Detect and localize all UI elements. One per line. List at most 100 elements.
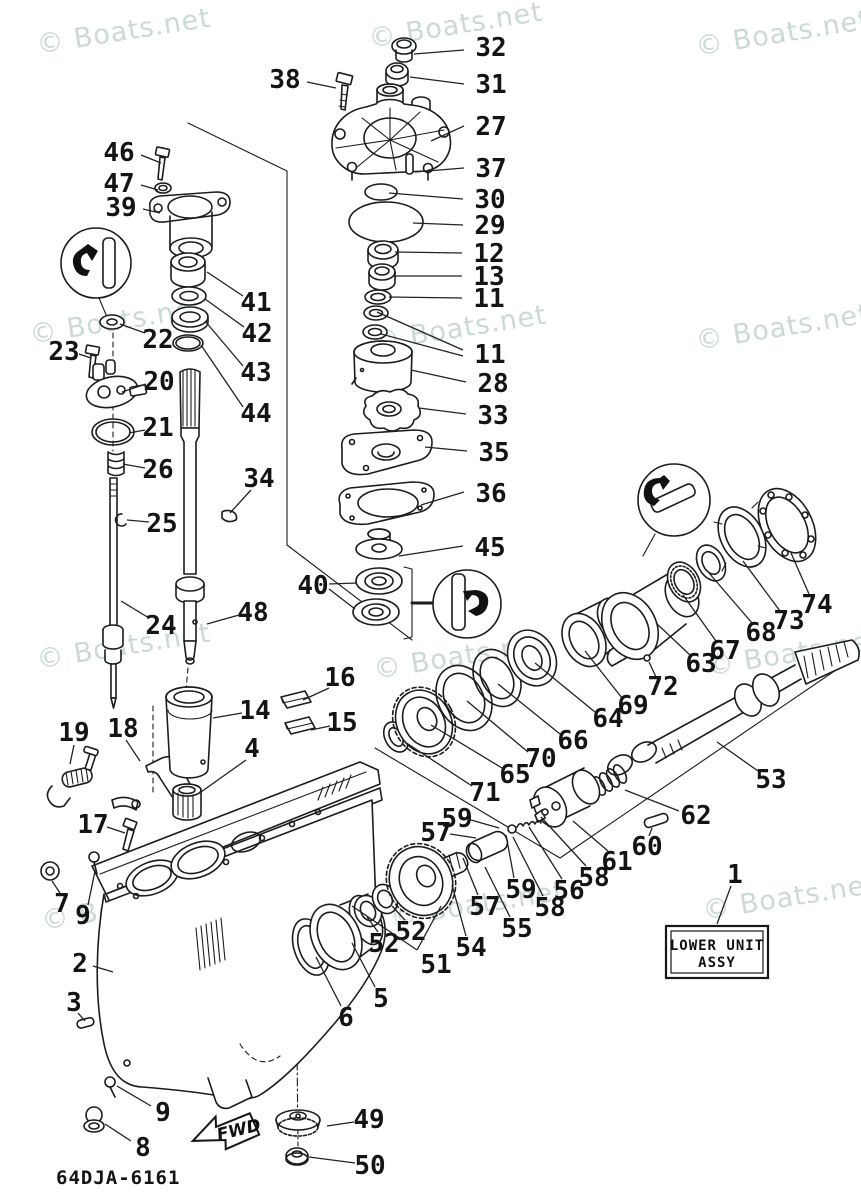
part-impeller-33 — [362, 388, 422, 432]
part-washers-11 — [362, 289, 392, 340]
part-prop-shaft-53 — [606, 639, 860, 776]
part-callout-5: 5 — [351, 942, 389, 1014]
part-callout-71: 71 — [404, 741, 501, 808]
part-callout-33: 33 — [418, 401, 509, 431]
part-callout-41: 41 — [206, 271, 272, 318]
part-clip-25 — [114, 513, 127, 527]
part-number: 70 — [525, 744, 556, 774]
part-callout-58: 58 — [540, 816, 610, 893]
part-callout-11: 11 — [376, 311, 506, 370]
detail-balloon-pin-topleft — [60, 227, 132, 299]
part-seal-64 — [506, 629, 558, 687]
part-callout-31: 31 — [409, 70, 507, 100]
part-number: 53 — [755, 765, 786, 795]
part-number: 7 — [54, 889, 70, 919]
part-number: 34 — [243, 464, 274, 494]
part-number: 58 — [534, 893, 565, 923]
part-number: 19 — [58, 718, 89, 748]
part-callout-73: 73 — [742, 560, 805, 636]
part-pin-60 — [643, 812, 669, 829]
part-pin-3 — [76, 1016, 95, 1029]
part-number: 69 — [617, 691, 648, 721]
part-number: 51 — [420, 950, 451, 980]
part-number: 9 — [155, 1098, 171, 1128]
part-number: 36 — [475, 479, 506, 509]
part-number: 55 — [501, 914, 532, 944]
part-number: 64 — [592, 704, 623, 734]
part-number: 72 — [647, 672, 678, 702]
part-number: 13 — [473, 262, 504, 292]
part-callout-38: 38 — [269, 65, 337, 95]
part-pin-72 — [643, 654, 651, 662]
part-spring-26 — [107, 451, 125, 477]
part-callout-58: 58 — [512, 836, 566, 923]
part-number: 65 — [499, 760, 530, 790]
part-callout-18: 18 — [107, 714, 141, 762]
watermark: © Boats.net — [693, 299, 861, 357]
detail-balloon-pin-middle — [432, 569, 502, 639]
part-balls-springs-56-59 — [507, 808, 549, 834]
part-callout-59: 59 — [441, 804, 500, 834]
part-washer-22 — [99, 314, 125, 330]
part-washer-42 — [171, 286, 207, 306]
part-pin-37 — [405, 153, 414, 175]
part-number: 28 — [477, 369, 508, 399]
part-number: 32 — [475, 33, 506, 63]
part-number: 23 — [48, 337, 79, 367]
part-callout-61: 61 — [572, 820, 633, 877]
part-callout-36: 36 — [420, 479, 507, 509]
part-number: 20 — [143, 367, 174, 397]
part-callout-11: 11 — [388, 284, 505, 314]
part-seal-13 — [368, 263, 396, 291]
part-bolt-9a — [88, 851, 100, 875]
part-number: 46 — [103, 138, 134, 168]
part-number: 71 — [469, 778, 500, 808]
assembly-box-line2: ASSY — [698, 955, 736, 971]
part-number: 68 — [745, 618, 776, 648]
part-number: 18 — [107, 714, 138, 744]
part-callout-21: 21 — [128, 413, 174, 443]
part-bolt-38 — [335, 71, 354, 111]
part-callout-44: 44 — [200, 344, 272, 429]
part-callout-20: 20 — [121, 367, 175, 397]
part-lock-washer-73 — [713, 501, 767, 572]
part-callout-4: 4 — [200, 734, 260, 793]
part-callout-51: 51 — [351, 905, 452, 980]
part-number: 27 — [475, 112, 506, 142]
part-oring-44 — [172, 334, 204, 352]
part-grommet-31 — [385, 62, 409, 87]
watermark: © Boats.net — [700, 869, 861, 927]
part-number: 40 — [297, 571, 328, 601]
part-number: 22 — [142, 325, 173, 355]
part-number: 44 — [240, 399, 271, 429]
part-callout-69: 69 — [584, 650, 649, 721]
part-number: 39 — [105, 193, 136, 223]
assembly-label-box: LOWER UNIT ASSY — [664, 924, 770, 980]
part-callout-49: 49 — [326, 1105, 385, 1135]
part-gasket-36 — [338, 481, 435, 526]
part-forward-gear-65 — [391, 686, 457, 758]
part-number: 31 — [475, 70, 506, 100]
part-key-15 — [284, 716, 316, 735]
part-callout-28: 28 — [410, 369, 509, 399]
part-callout-46: 46 — [103, 138, 162, 168]
part-washer-43 — [171, 306, 209, 333]
part-number: 8 — [135, 1133, 151, 1163]
part-callout-40: 40 — [297, 571, 358, 610]
part-number: 58 — [578, 863, 609, 893]
drawing-code: 64DJA-6161 — [56, 1167, 180, 1189]
watermark: © Boats.net — [693, 5, 861, 63]
part-callout-9: 9 — [75, 870, 96, 931]
part-ball-bearing-74 — [757, 487, 817, 563]
part-callout-47: 47 — [103, 169, 159, 199]
part-plug-8 — [83, 1106, 105, 1133]
callout-layer: 3231273730291213111128333536454038464739… — [48, 33, 832, 1181]
part-insert-cup-28 — [351, 340, 413, 393]
part-number: 54 — [455, 933, 486, 963]
part-number: 14 — [239, 696, 270, 726]
part-ring-70 — [435, 664, 493, 732]
part-callout-50: 50 — [308, 1151, 386, 1181]
part-number: 29 — [474, 211, 505, 241]
part-callout-60: 60 — [631, 827, 663, 862]
